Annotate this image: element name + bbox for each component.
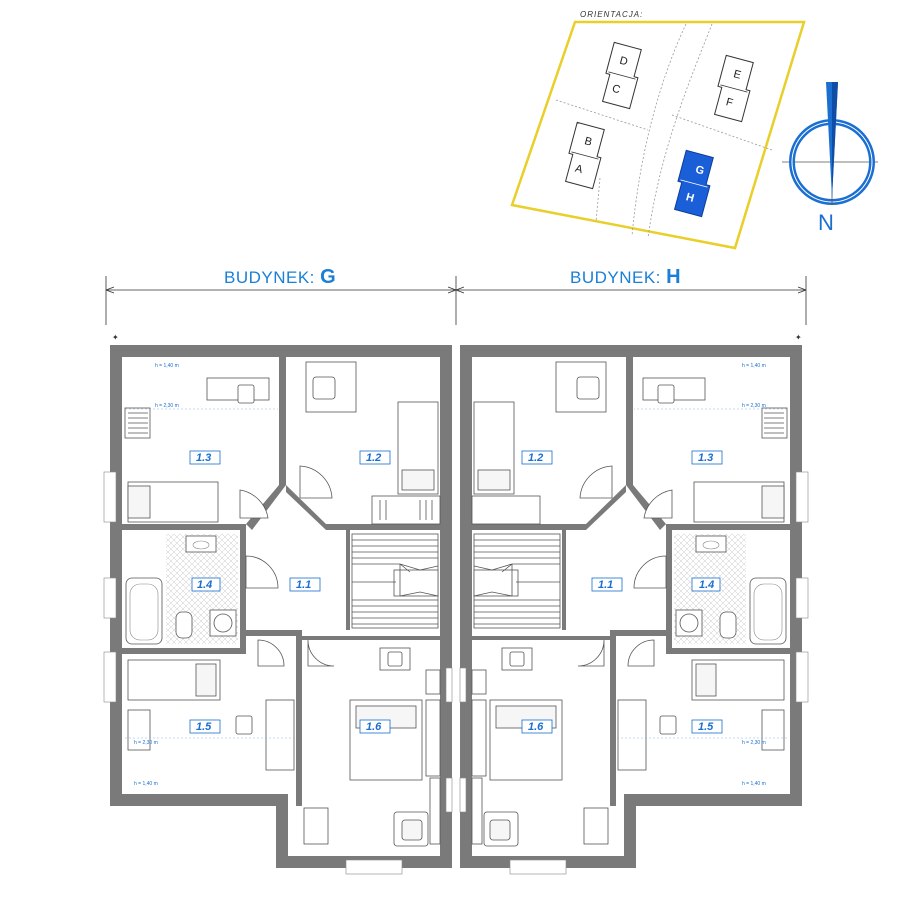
room-label: 1.1 xyxy=(598,579,613,591)
room-label: 1.3 xyxy=(698,452,713,464)
height-lines xyxy=(125,408,294,739)
room-1-3-furniture xyxy=(124,377,270,523)
svg-text:h = 1,40 m: h = 1,40 m xyxy=(742,781,766,787)
building-titles: BUDYNEK: G BUDYNEK: H ✦ ✦ xyxy=(105,266,807,342)
lot-label-g: G xyxy=(694,164,705,178)
room-labels: 1.3 1.2 1.4 1.1 1.5 1.6 xyxy=(189,450,391,734)
lot-label-e: E xyxy=(732,68,742,81)
building-title-g: BUDYNEK: G xyxy=(224,266,336,288)
room-label: 1.5 xyxy=(698,721,714,733)
room-label: 1.1 xyxy=(296,579,311,591)
svg-text:h = 2,30 m: h = 2,30 m xyxy=(742,403,766,409)
corridor-wall-right xyxy=(286,485,326,530)
orientation-site-plan: ORIENTACJA: D C E F B A xyxy=(510,10,806,250)
lot-label-c: C xyxy=(611,83,622,97)
lot-gh-highlighted: G H xyxy=(673,149,714,218)
building-h-plan xyxy=(459,345,809,875)
room-1-5-furniture xyxy=(127,659,295,771)
svg-text:h = 1,40 m: h = 1,40 m xyxy=(134,781,158,787)
interior-walls xyxy=(122,357,440,806)
svg-text:✦: ✦ xyxy=(112,333,119,342)
svg-text:h = 2,30 m: h = 2,30 m xyxy=(134,740,158,746)
corridor-wall-left xyxy=(246,485,286,530)
lot-divider-h-left xyxy=(555,99,649,131)
room-label: 1.4 xyxy=(699,579,714,591)
room-label: 1.3 xyxy=(196,452,211,464)
room-label: 1.4 xyxy=(197,579,212,591)
compass: N xyxy=(782,82,878,235)
svg-text:h = 1,40 m: h = 1,40 m xyxy=(742,363,766,369)
bathroom-1-4 xyxy=(125,534,238,645)
room-label: 1.6 xyxy=(528,721,544,733)
lot-ba: B A xyxy=(564,121,605,190)
lot-label-b: B xyxy=(583,135,593,148)
room-1-6-furniture xyxy=(303,647,441,847)
svg-text:✦: ✦ xyxy=(795,333,802,342)
lot-divider-bottom xyxy=(595,177,601,223)
windows xyxy=(103,471,453,875)
lot-ef: E F xyxy=(713,54,754,123)
building-title-h: BUDYNEK: H xyxy=(570,266,681,288)
orientation-title: ORIENTACJA: xyxy=(580,10,643,19)
room-label: 1.2 xyxy=(366,452,381,464)
svg-text:h = 1,40 m: h = 1,40 m xyxy=(155,363,179,369)
height-labels: h = 1,40 m h = 2,30 m h = 2,30 m h = 1,4… xyxy=(134,363,179,787)
lot-divider-h-right xyxy=(671,114,773,151)
room-label: 1.6 xyxy=(366,721,382,733)
site-boundary xyxy=(510,20,806,250)
svg-text:h = 2,30 m: h = 2,30 m xyxy=(742,740,766,746)
room-1-2-furniture xyxy=(305,361,441,525)
dimension-line xyxy=(105,276,807,325)
lot-label-h: H xyxy=(685,191,696,205)
lot-label-d: D xyxy=(618,55,629,69)
lot-label-a: A xyxy=(574,163,585,177)
room-label: 1.5 xyxy=(196,721,212,733)
lot-divider-vertical xyxy=(631,23,687,237)
doors xyxy=(239,465,335,667)
lot-label-f: F xyxy=(725,96,735,109)
room-label: 1.2 xyxy=(528,452,543,464)
compass-north-label: N xyxy=(818,210,834,235)
building-g-plan: h = 1,40 m h = 2,30 m h = 2,30 m h = 1,4… xyxy=(103,345,453,875)
staircase xyxy=(351,533,439,629)
lot-divider-vertical-2 xyxy=(647,23,713,239)
lot-dc: D C xyxy=(601,41,642,110)
building-h-labels: 1.3 1.2 1.4 1.1 1.5 1.6 h = 1,40 m h = 2… xyxy=(528,363,766,787)
svg-text:h = 2,30 m: h = 2,30 m xyxy=(155,403,179,409)
